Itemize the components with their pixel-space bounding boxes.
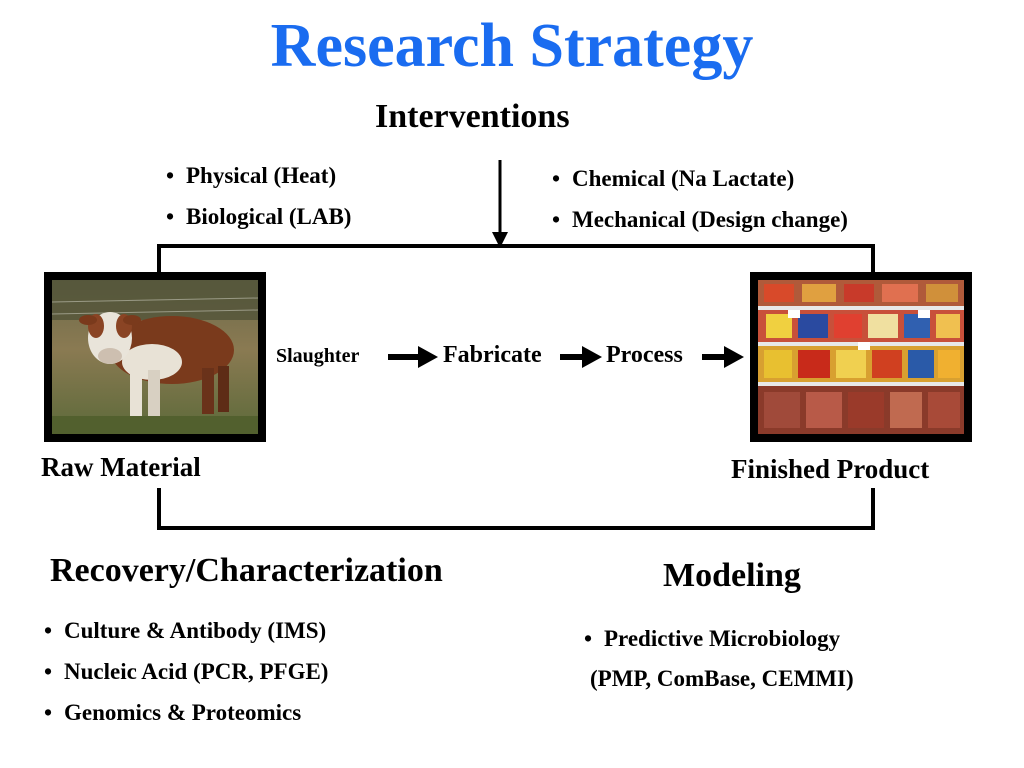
top-connector-right (871, 244, 875, 274)
modeling-heading: Modeling (663, 557, 801, 594)
interventions-right-list: Chemical (Na Lactate) Mechanical (Design… (548, 158, 848, 240)
meat-display-photo-icon (750, 272, 972, 442)
bottom-connector-left (157, 488, 161, 530)
finished-product-label: Finished Product (731, 454, 930, 484)
modeling-subline: (PMP, ComBase, CEMMI) (590, 666, 854, 691)
step-slaughter: Slaughter (276, 345, 360, 367)
right-arrow-icon (702, 346, 744, 368)
step-process: Process (606, 342, 683, 368)
list-item: Nucleic Acid (PCR, PFGE) (40, 651, 328, 692)
interventions-left-list: Physical (Heat) Biological (LAB) (162, 155, 351, 237)
list-item: Culture & Antibody (IMS) (40, 610, 328, 651)
raw-material-label: Raw Material (41, 452, 201, 482)
recovery-list: Culture & Antibody (IMS) Nucleic Acid (P… (40, 610, 328, 733)
modeling-list: Predictive Microbiology (580, 618, 840, 659)
cow-photo-icon (44, 272, 266, 442)
list-item: Genomics & Proteomics (40, 692, 328, 733)
right-arrow-icon (560, 346, 602, 368)
list-item: Biological (LAB) (162, 196, 351, 237)
slide-title: Research Strategy (270, 12, 754, 80)
interventions-heading: Interventions (375, 98, 570, 135)
right-arrow-icon (388, 346, 438, 368)
list-item: Physical (Heat) (162, 155, 351, 196)
list-item: Chemical (Na Lactate) (548, 158, 848, 199)
list-item: Mechanical (Design change) (548, 199, 848, 240)
bottom-connector-right (871, 488, 875, 530)
list-item: Predictive Microbiology (580, 618, 840, 659)
top-connector-left (157, 244, 161, 274)
down-arrow-icon (490, 160, 510, 248)
top-connector-horizontal (157, 244, 875, 248)
bottom-connector-horizontal (157, 526, 875, 530)
recovery-heading: Recovery/Characterization (50, 552, 443, 589)
step-fabricate: Fabricate (443, 342, 542, 368)
